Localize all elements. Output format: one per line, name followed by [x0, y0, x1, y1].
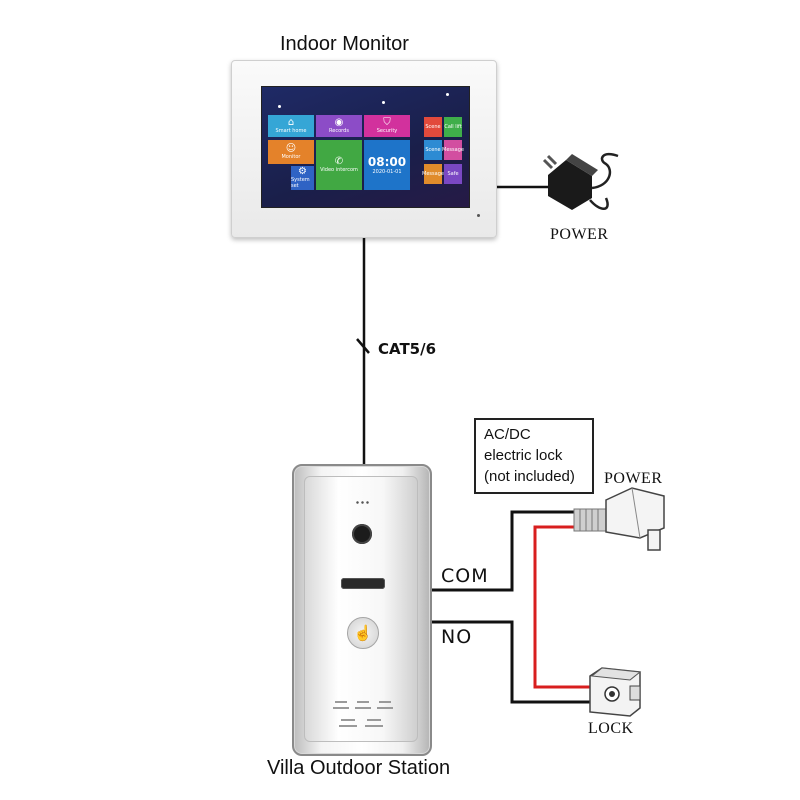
side-tile-6[interactable]: Safe: [444, 164, 462, 184]
speaker-grille: [335, 701, 347, 703]
tile-clock: 08:00 2020-01-01: [364, 140, 410, 190]
tile-video-intercom[interactable]: ✆ Video intercom: [316, 140, 362, 190]
tile-system-set[interactable]: ⚙ System set: [291, 166, 314, 190]
side-tile-4[interactable]: Message: [442, 140, 464, 160]
electric-lock-note: AC/DC electric lock (not included): [474, 418, 594, 494]
power-label-top: POWER: [550, 226, 609, 243]
hand-icon: ☝: [353, 625, 373, 642]
tile-monitor[interactable]: ☺ Monitor: [268, 140, 314, 164]
no-wire: [430, 620, 590, 704]
record-icon: ◉: [334, 117, 344, 128]
side-tile-3[interactable]: Scene: [424, 140, 442, 160]
com-label: COM: [441, 565, 489, 587]
lock-label: LOCK: [588, 720, 634, 737]
cable-tick: [356, 338, 370, 354]
side-tile-2[interactable]: Call lift: [444, 117, 462, 137]
no-label: NO: [441, 626, 473, 648]
clock-time: 08:00: [367, 154, 407, 169]
outdoor-station-title: Villa Outdoor Station: [267, 757, 451, 779]
camera-lens: [352, 524, 372, 544]
lock-icon: [589, 667, 642, 717]
tile-security[interactable]: ⛉ Security: [364, 115, 410, 137]
station-faceplate: ☝: [304, 476, 418, 742]
power-plug-icon: [573, 487, 665, 551]
cable-label: CAT5/6: [378, 340, 437, 358]
indoor-monitor: ⌂ Smart home ◉ Records ⛉ Security ☺ Moni…: [231, 60, 497, 238]
shield-icon: ⛉: [383, 117, 391, 128]
light-slot: [341, 578, 385, 589]
phone-icon: ✆: [334, 156, 344, 167]
tile-records[interactable]: ◉ Records: [316, 115, 362, 137]
indicator-led: [477, 214, 480, 217]
tile-smart-home[interactable]: ⌂ Smart home: [268, 115, 314, 137]
red-wire: [533, 525, 590, 689]
com-wire: [430, 510, 590, 592]
outdoor-station: ☝: [292, 464, 432, 756]
monitor-screen: ⌂ Smart home ◉ Records ⛉ Security ☺ Moni…: [261, 86, 470, 208]
indoor-monitor-title: Indoor Monitor: [280, 33, 409, 55]
house-icon: ⌂: [287, 117, 295, 128]
power-label-right: POWER: [604, 470, 663, 487]
power-adapter-icon: [542, 152, 619, 210]
gear-icon: ⚙: [298, 166, 307, 177]
person-icon: ☺: [285, 143, 297, 154]
clock-date: 2020-01-01: [372, 168, 402, 175]
side-tile-1[interactable]: Scene: [424, 117, 442, 137]
side-tile-5[interactable]: Message: [422, 164, 444, 184]
mic-holes: [355, 501, 369, 504]
call-button[interactable]: ☝: [347, 617, 379, 649]
